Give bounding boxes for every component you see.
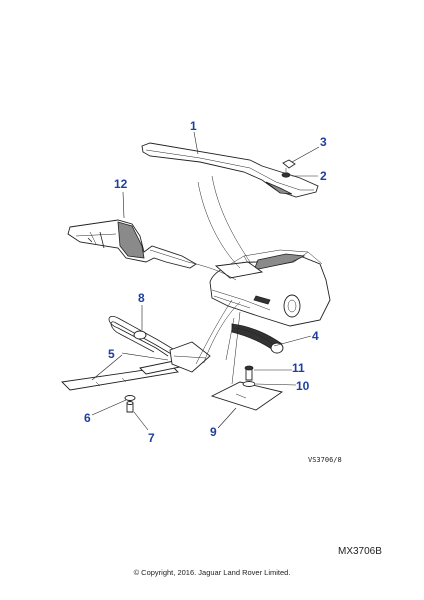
washer-bolt	[124, 395, 136, 413]
callout-12: 12	[114, 177, 128, 191]
spoiler-clip	[282, 159, 296, 172]
callout-3: 3	[320, 135, 327, 149]
hinge-bracket	[67, 219, 197, 269]
part-code-label: MX3706B	[338, 546, 382, 557]
callout-10: 10	[296, 379, 310, 393]
callout-11: 11	[292, 361, 305, 375]
leader-lines	[91, 131, 320, 431]
callout-7: 7	[148, 431, 155, 445]
callout-9: 9	[210, 425, 217, 439]
copyright-notice: © Copyright, 2016. Jaguar Land Rover Lim…	[133, 568, 291, 577]
callout-8: 8	[138, 291, 145, 305]
spoiler-nut	[281, 172, 291, 178]
pad-screw	[242, 365, 256, 387]
callout-1: 1	[190, 119, 197, 133]
assembly-lines	[187, 175, 251, 385]
callout-5: 5	[108, 347, 115, 361]
rear-spoiler	[141, 142, 319, 198]
bracket-plates	[61, 341, 211, 391]
callout-2: 2	[320, 169, 327, 183]
callout-6: 6	[84, 411, 91, 425]
rubber-seal	[231, 323, 284, 354]
u-spring	[108, 316, 179, 359]
mounting-pad	[210, 381, 284, 411]
illustration-ref-code: VS3706/8	[308, 456, 342, 464]
callout-4: 4	[312, 329, 319, 343]
car-outline	[209, 249, 331, 327]
